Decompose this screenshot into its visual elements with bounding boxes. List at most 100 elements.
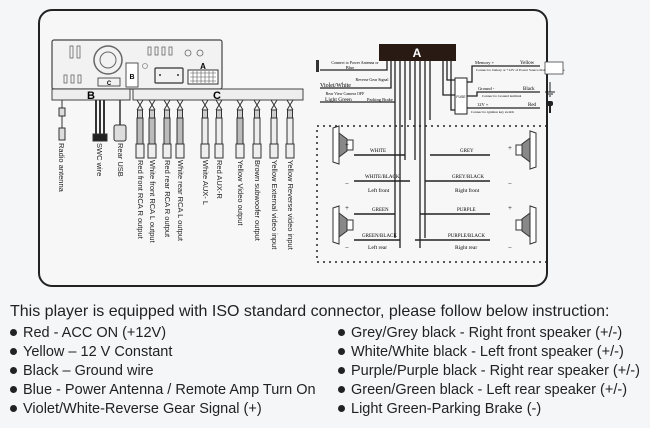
svg-text:A: A (413, 46, 422, 60)
c-harness-cables (135, 99, 295, 159)
fuse: FUSE (454, 77, 468, 115)
connector-a: A Connect to Power Antenna or Blue Viole… (316, 44, 456, 248)
harness-c-bar: C (132, 88, 304, 102)
power-wires (467, 65, 540, 109)
instructions-right-list: Grey/Grey black - Right front speaker (+… (338, 323, 640, 418)
svg-text:+: + (345, 204, 349, 212)
speaker-area (316, 125, 548, 263)
svg-text:PURPLE/BLACK: PURPLE/BLACK (448, 234, 485, 239)
head-unit: C B A (51, 39, 223, 90)
cable-label: Red AUX-R (215, 160, 224, 199)
instructions: This player is equipped with ISO standar… (10, 303, 650, 418)
svg-text:−: − (508, 180, 512, 188)
svg-text:Parking Brake: Parking Brake (367, 97, 393, 102)
svg-text:Left front: Left front (368, 187, 390, 194)
svg-text:−: − (508, 244, 512, 252)
svg-text:B: B (87, 90, 95, 102)
svg-text:Right front: Right front (455, 187, 480, 194)
bullet-icon (10, 348, 17, 355)
list-item: Violet/White-Reverse Gear Signal (+) (10, 399, 338, 418)
svg-text:Memory +: Memory + (475, 60, 495, 65)
cable-label: Yellow Video output (236, 160, 245, 226)
svg-text:Left rear: Left rear (368, 244, 387, 251)
list-item: Black – Ground wire (10, 361, 338, 380)
ground-icon (545, 82, 555, 97)
svg-text:GREEN: GREEN (372, 208, 389, 213)
bullet-icon (338, 329, 345, 336)
bullet-icon (338, 405, 345, 412)
bullet-icon (338, 367, 345, 374)
svg-text:Yellow: Yellow (520, 61, 535, 66)
list-item: Green/Green black - Left rear speaker (+… (338, 380, 640, 399)
speaker-left-front-icon (332, 125, 354, 165)
b-harness-cables (58, 100, 127, 142)
svg-text:A: A (200, 62, 206, 71)
svg-text:Ground -: Ground - (478, 86, 495, 91)
list-item: Purple/Purple black - Right rear speaker… (338, 361, 640, 380)
cable-label: Red front RCA R output (136, 160, 145, 239)
svg-text:Light Green: Light Green (325, 97, 352, 103)
svg-text:+: + (345, 141, 349, 149)
cable-label: Yellow Reverse video input (286, 160, 295, 250)
key-icon (546, 101, 553, 113)
cable-label: Brown subwoofer output (253, 160, 262, 241)
svg-text:Blue: Blue (346, 65, 355, 70)
antenna-icon (316, 60, 319, 72)
cable-label: White front RCA L output (148, 160, 157, 243)
svg-text:Connect to Ground terminal: Connect to Ground terminal (482, 94, 521, 98)
svg-text:PURPLE: PURPLE (457, 208, 476, 213)
cable-label: Radio antenna (57, 143, 66, 192)
svg-text:Right rear: Right rear (455, 245, 477, 251)
svg-text:C: C (107, 81, 112, 87)
wiring-diagram: C B A B C (51, 39, 565, 263)
svg-text:Connect to Power Antenna or: Connect to Power Antenna or (331, 60, 379, 65)
list-item: Yellow – 12 V Constant (10, 342, 338, 361)
svg-text:FUSE: FUSE (456, 95, 466, 99)
speaker-right-rear-icon (515, 205, 537, 245)
battery-icon (544, 61, 564, 75)
svg-text:Connect to ignition key switch: Connect to ignition key switch (471, 110, 514, 114)
bullet-icon (10, 329, 17, 336)
cable-label: Rear USB (116, 143, 125, 177)
cable-label: White AUX- L (201, 160, 210, 206)
svg-text:Black: Black (523, 87, 535, 92)
svg-text:GREY: GREY (460, 149, 474, 154)
harness-b-bar: B (51, 88, 131, 102)
svg-text:C: C (213, 90, 221, 102)
svg-text:Violet/White: Violet/White (320, 83, 351, 89)
list-item: Red - ACC ON (+12V) (10, 323, 338, 342)
cable-label: Yellow External video input (270, 160, 279, 250)
list-item: Blue - Power Antenna / Remote Amp Turn O… (10, 380, 338, 399)
svg-text:+: + (508, 144, 512, 152)
svg-text:−: − (345, 180, 349, 188)
speaker-right-front-icon (515, 130, 537, 170)
speaker-wire-labels: + − WHITE WHITE/BLACK Left front + − GRE… (345, 141, 512, 252)
svg-text:12V +: 12V + (477, 102, 489, 107)
svg-text:GREEN/BLACK: GREEN/BLACK (362, 234, 397, 239)
bullet-icon (10, 386, 17, 393)
svg-text:GREY/BLACK: GREY/BLACK (452, 175, 484, 180)
bullet-icon (10, 405, 17, 412)
cable-label: White rear RCA L output (176, 160, 185, 242)
instructions-left-list: Red - ACC ON (+12V) Yellow – 12 V Consta… (10, 323, 338, 418)
svg-text:B: B (129, 74, 134, 81)
list-item: Grey/Grey black - Right front speaker (+… (338, 323, 640, 342)
instructions-title: This player is equipped with ISO standar… (10, 303, 610, 320)
speaker-left-rear-icon (332, 205, 354, 245)
bullet-icon (338, 386, 345, 393)
bullet-icon (338, 348, 345, 355)
svg-text:Red: Red (528, 103, 537, 108)
svg-text:+: + (508, 204, 512, 212)
speaker-wires (354, 154, 490, 241)
svg-text:WHITE: WHITE (370, 149, 386, 154)
power-wire-labels: Memory + Yellow Connect to battery or +1… (471, 60, 565, 114)
list-item: White/White black - Left front speaker (… (338, 342, 640, 361)
svg-text:WHITE/BLACK: WHITE/BLACK (365, 175, 400, 180)
svg-text:Connect to battery or +12V of: Connect to battery or +12V of Power Sour… (476, 68, 565, 72)
list-item: Light Green-Parking Brake (-) (338, 399, 640, 418)
svg-text:Reverse Gear Signal: Reverse Gear Signal (356, 77, 390, 82)
svg-text:−: − (345, 244, 349, 252)
svg-text:Rear View Camera OFF: Rear View Camera OFF (326, 91, 365, 96)
cable-label: SWC wire (95, 143, 104, 177)
cable-label: Red rear RCA R output (163, 160, 172, 238)
